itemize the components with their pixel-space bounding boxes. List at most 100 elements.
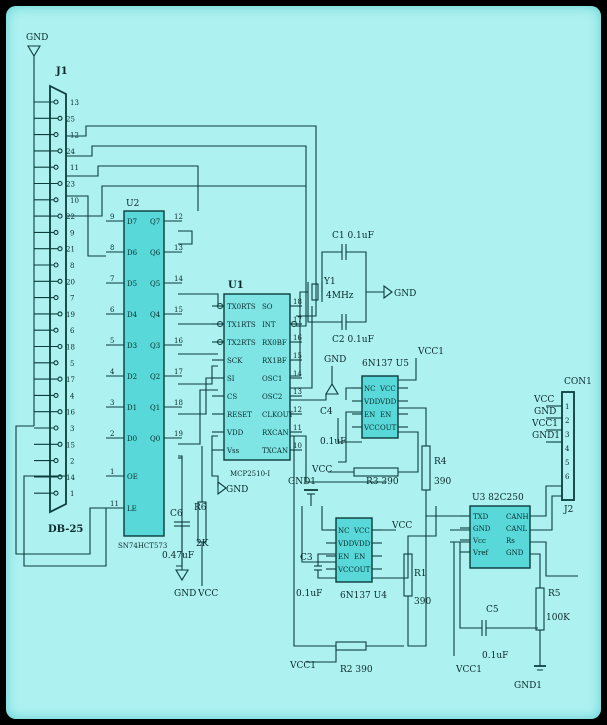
u2-left-pin-number: 8 [110,244,114,252]
u1-right-pin-number: 13 [293,388,302,396]
u2-right-pin-name: Q1 [150,404,160,412]
db25-pin-number: 20 [66,278,75,286]
u2-left-pin-name: D6 [127,249,138,257]
u2-left-pin-number: 9 [110,213,114,221]
u2-right-pin-number: 14 [174,275,183,283]
db25-pin [57,213,63,219]
u1-right-pin-name: RX0BF [262,339,287,347]
r1-value: 390 [414,597,431,607]
db25-pin-number: 21 [66,246,75,254]
vcc-c4-label: VCC [311,465,332,475]
u1-left-pin-name: TX1RTS [227,321,256,329]
c3-label: C3 [300,553,313,563]
u2-left-pin-name: D2 [127,373,137,381]
db25-pin [53,164,59,170]
db25-label: DB-25 [48,524,83,535]
u2-right-pin-number: 15 [174,306,183,314]
u1-label: U1 [228,280,244,291]
u2-left-pin-number: 1 [110,468,114,476]
u1-left-pin-name: TX0RTS [227,303,256,311]
u5-chip [361,375,399,439]
opto-right-pin-name: EN [380,411,391,419]
db25-pin [57,246,63,252]
u2-left-pin-name: LE [127,505,137,513]
opto-right-pin-name: VDD [379,398,397,406]
vcc-r6-label: VCC [197,589,218,599]
vcc1-bottom-label: VCC1 [289,661,316,671]
u1-pin-bubble [290,320,298,328]
r2-label: R2 390 [340,665,373,675]
u3-left-pin-name: GND [473,525,491,533]
opto-left-pin-name: EN [364,411,375,419]
u2-right-pin-name: Q2 [150,373,160,381]
db25-pin-number: 25 [66,115,75,123]
y1-value: 4MHz [326,291,354,301]
gnd-top-symbol [27,45,41,426]
opto-right-pin-name: OUT [354,566,371,574]
r6-value: 2K [196,539,209,549]
u1-left-pin-name: SCK [227,357,243,365]
u2-right-pin-name: Q3 [150,342,160,350]
u4-label: 6N137 U4 [340,591,387,601]
con-gnd1-label: GND1 [532,431,560,441]
u3-right-pin-name: CANL [506,525,528,533]
u3-chip [469,505,531,569]
u2-left-pin-name: D4 [127,311,138,319]
db25-pin-number: 16 [66,409,75,417]
r1-label: R1 [414,569,427,579]
db25-pin [53,99,59,105]
u4-chip [335,517,373,583]
u2-part-label: SN74HCT573 [118,542,167,550]
db25-pin-number: 22 [66,213,75,221]
c6-r6-network [174,435,227,586]
u4-wires [293,436,437,663]
con1-pin-number: 4 [565,445,570,453]
db25-pin-number: 23 [66,181,75,189]
r4-label: R4 [434,457,447,467]
db25-pin [57,376,63,382]
db25-pin-number: 6 [70,327,75,335]
opto-left-pin-name: VCC [363,424,380,432]
c1-label: C1 0.1uF [332,231,374,241]
db25-pin-number: 11 [70,164,79,172]
u1-left-pin-name: TX2RTS [227,339,256,347]
u1-right-pin-name: OSC2 [262,393,282,401]
db25-pin [57,180,63,187]
opto-right-pin-name: EN [354,553,365,561]
u1-pin-bubble [216,302,224,310]
db25-pin-group: 1325122411231022921820719618517416315214… [34,99,79,498]
u2-left-pin-number: 11 [110,500,119,508]
c4-label: C4 [320,407,333,417]
vcc-u4-label: VCC [391,521,412,531]
u2-right-pin-name: Q0 [150,435,160,443]
db25-pin-number: 10 [70,197,79,205]
u2-left-pin-name: D5 [127,280,137,288]
con1-pin-number: 5 [565,459,569,467]
db25-pin-number: 3 [70,425,74,433]
db25-pin-number: 9 [70,229,74,237]
con1-label: CON1 [564,377,592,387]
c4-value: 0.1uF [320,437,346,447]
u1-right-pin-number: 18 [293,298,302,306]
db25-connector [49,84,67,514]
r5-value: 100K [546,613,570,623]
con-gnd-label: GND [534,407,556,417]
u3-left-pin-name: Vcc [472,537,486,545]
c5-value: 0.1uF [482,651,508,661]
u1-right-pin-number: 17 [293,316,302,324]
db25-pin [53,262,59,268]
u1-right-pin-name: CLKOUT [262,411,294,419]
r6-label: R6 [194,503,207,513]
opto-left-pin-name: VDD [337,540,355,548]
u1-right-pin-name: TXCAN [262,447,288,455]
u1-right-pin-name: INT [262,321,276,329]
db25-pin-number: 5 [70,360,74,368]
db25-pin-number: 24 [66,148,75,156]
c6-label: C6 [170,509,183,519]
u1-right-pin-name: OSC1 [262,375,282,383]
gnd1-mid-symbol [304,489,318,506]
opto-left-pin-name: VCC [337,566,354,574]
u1-left-pin-name: CS [227,393,237,401]
opto-left-pin-name: EN [338,553,349,561]
vcc1-u5-label: VCC1 [417,347,444,357]
